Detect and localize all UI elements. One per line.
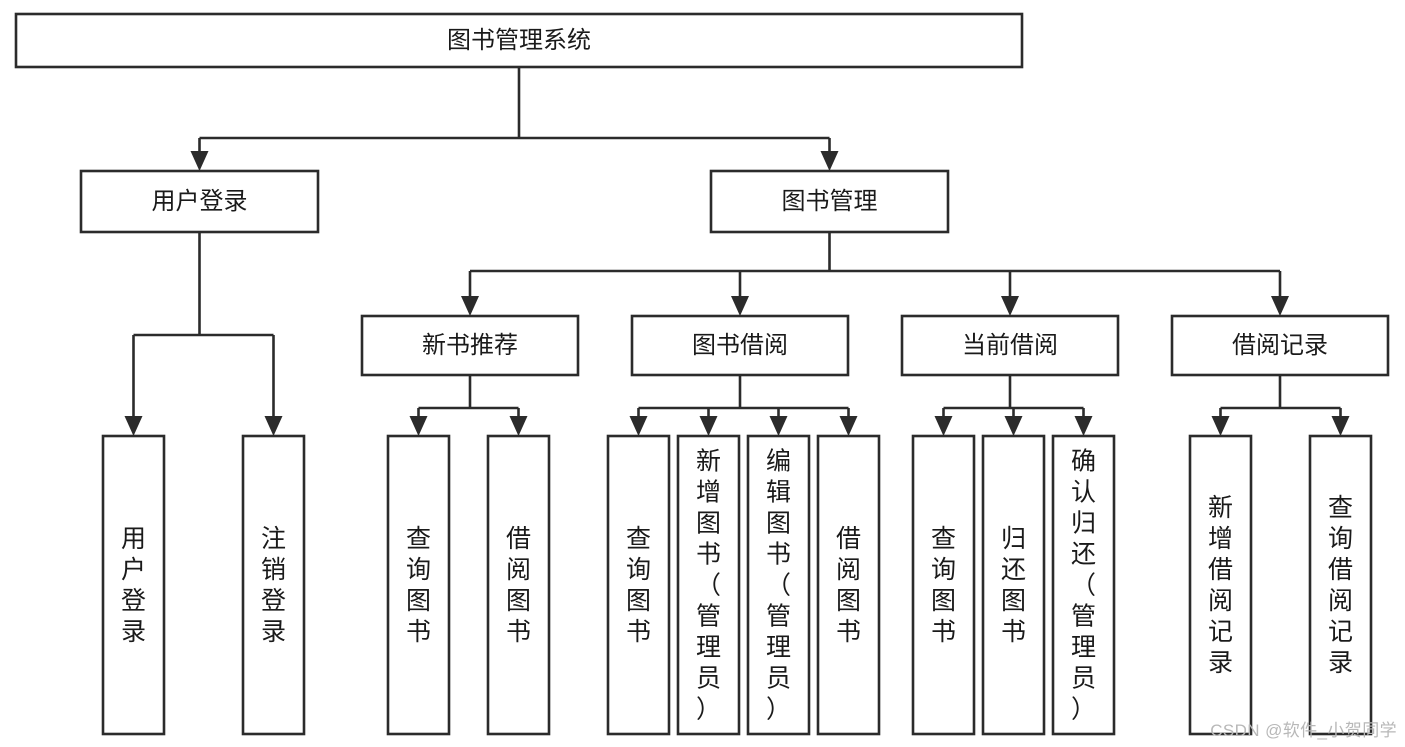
node-leaf-add-book-box[interactable]: 新增图书（管理员）: [676, 434, 741, 736]
node-leaf-return-book-box[interactable]: 归还图书: [981, 434, 1046, 736]
node-leaf-borrow-book-1-box[interactable]: 借阅图书: [486, 434, 551, 736]
node-leaf-logout-login-box[interactable]: 注销登录: [241, 434, 306, 736]
node-leaf-logout-login-label: 注销登录: [261, 525, 286, 646]
arrow-head-icon: [1271, 296, 1289, 316]
arrow-head-icon: [731, 296, 749, 316]
arrow-head-icon: [839, 416, 858, 436]
node-book-borrow-label: 图书借阅: [692, 332, 788, 359]
arrow-head-icon: [1074, 416, 1093, 436]
arrow-head-icon: [461, 296, 479, 316]
arrow-head-icon: [934, 416, 953, 436]
node-leaf-borrow-book-2-label: 借阅图书: [836, 525, 861, 646]
node-leaf-edit-book-box[interactable]: 编辑图书（管理员）: [746, 434, 811, 736]
node-leaf-user-login-box[interactable]: 用户登录: [101, 434, 166, 736]
arrow-head-icon: [1331, 416, 1350, 436]
arrow-head-icon: [769, 416, 788, 436]
arrow-head-icon: [264, 416, 283, 436]
node-leaf-query-book-2-box[interactable]: 查询图书: [606, 434, 671, 736]
node-book-manage-box[interactable]: 图书管理: [709, 169, 950, 234]
node-leaf-add-borrow-record-label: 新增借阅记录: [1208, 494, 1233, 677]
node-borrow-record-label: 借阅记录: [1232, 332, 1328, 359]
node-leaf-return-book-label: 归还图书: [1001, 525, 1026, 646]
arrow-head-icon: [1211, 416, 1230, 436]
node-root-box[interactable]: 图书管理系统: [14, 12, 1024, 69]
node-new-book-recommend-box[interactable]: 新书推荐: [360, 314, 580, 377]
node-current-borrow-label: 当前借阅: [962, 332, 1058, 359]
arrow-head-icon: [1001, 296, 1019, 316]
node-leaf-borrow-book-2-box[interactable]: 借阅图书: [816, 434, 881, 736]
arrow-head-icon: [409, 416, 428, 436]
node-leaf-add-book-label: 新增图书（管理员）: [696, 448, 721, 724]
node-leaf-query-book-1-box[interactable]: 查询图书: [386, 434, 451, 736]
node-borrow-record-box[interactable]: 借阅记录: [1170, 314, 1390, 377]
arrow-head-icon: [190, 151, 209, 171]
node-leaf-query-borrow-record-label: 查询借阅记录: [1328, 494, 1353, 677]
node-leaf-query-borrow-record-box[interactable]: 查询借阅记录: [1308, 434, 1373, 736]
node-leaf-borrow-book-1-label: 借阅图书: [506, 525, 531, 646]
node-leaf-user-login-label: 用户登录: [121, 525, 146, 646]
node-user-login-box[interactable]: 用户登录: [79, 169, 320, 234]
arrow-head-icon: [509, 416, 528, 436]
node-book-manage-label: 图书管理: [782, 188, 878, 215]
node-current-borrow-box[interactable]: 当前借阅: [900, 314, 1120, 377]
node-leaf-query-book-2-label: 查询图书: [626, 525, 651, 646]
node-leaf-edit-book-label: 编辑图书（管理员）: [766, 448, 791, 724]
node-new-book-recommend-label: 新书推荐: [422, 332, 518, 359]
node-leaf-confirm-return-label: 确认归还（管理员）: [1071, 448, 1096, 724]
node-leaf-query-book-1-label: 查询图书: [406, 525, 431, 646]
node-leaf-query-book-3-label: 查询图书: [931, 525, 956, 646]
arrow-head-icon: [629, 416, 648, 436]
connector-layer: [124, 67, 1350, 436]
watermark-text: CSDN @软件_小贺同学: [1210, 721, 1397, 740]
arrow-head-icon: [820, 151, 839, 171]
node-layer: 图书管理系统用户登录图书管理新书推荐图书借阅当前借阅借阅记录用户登录注销登录查询…: [14, 12, 1390, 736]
node-leaf-add-borrow-record-box[interactable]: 新增借阅记录: [1188, 434, 1253, 736]
node-leaf-confirm-return-box[interactable]: 确认归还（管理员）: [1051, 434, 1116, 736]
arrow-head-icon: [699, 416, 718, 436]
arrow-head-icon: [124, 416, 143, 436]
node-leaf-query-book-3-box[interactable]: 查询图书: [911, 434, 976, 736]
arrow-head-icon: [1004, 416, 1023, 436]
node-root-label: 图书管理系统: [447, 27, 591, 54]
node-user-login-label: 用户登录: [152, 188, 248, 215]
node-book-borrow-box[interactable]: 图书借阅: [630, 314, 850, 377]
